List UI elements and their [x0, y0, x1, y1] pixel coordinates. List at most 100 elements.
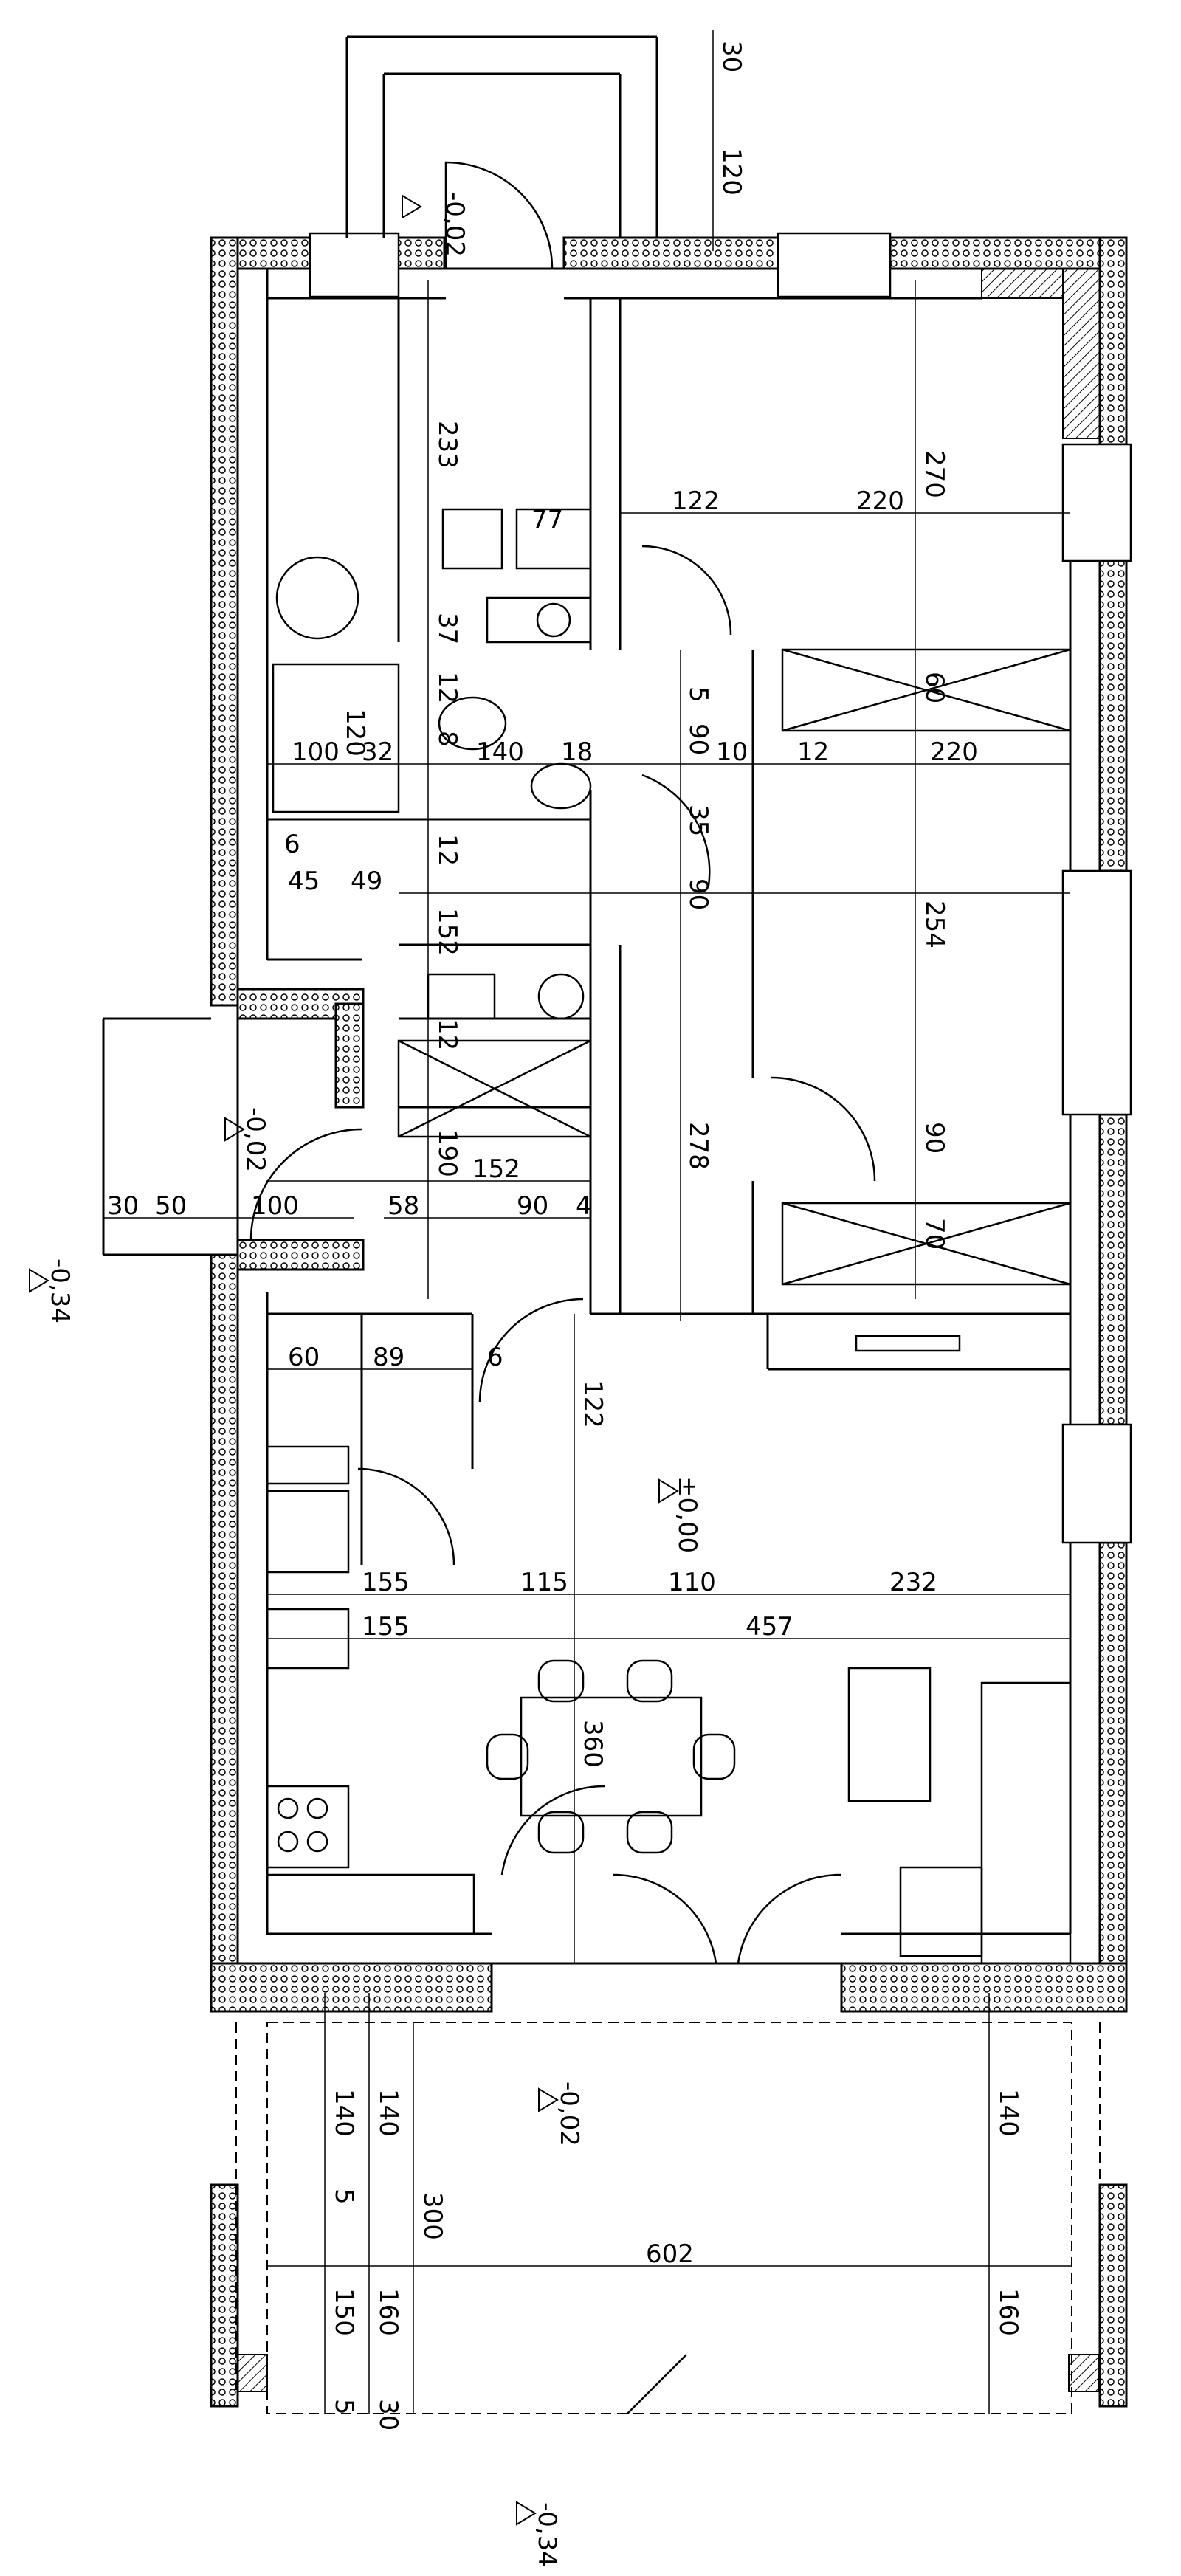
dim-label: 160: [373, 2288, 403, 2336]
wardrobe-icon: [397, 1039, 592, 1138]
coffee-table-icon: [847, 1667, 932, 1802]
level-markers: [29, 194, 679, 2526]
level-label-side-outside: -0,34: [45, 1258, 75, 1323]
dim-label: 190: [433, 1129, 462, 1177]
dim-label: 100: [292, 737, 340, 767]
dim-label: 300: [418, 2192, 447, 2240]
dim-label: 49: [351, 867, 382, 896]
level-label-ground-floor: ±0,00: [672, 1476, 702, 1553]
dim-label: 220: [930, 737, 978, 767]
dim-label: 160: [994, 2288, 1023, 2336]
dim-label: 30: [717, 41, 746, 72]
sofa-icon: [980, 1681, 1072, 1965]
dim-label: 18: [561, 737, 593, 767]
dim-label: 457: [746, 1612, 793, 1642]
dim-label: 120: [717, 148, 746, 196]
chair-icon: [626, 1811, 673, 1854]
chair-icon: [537, 1659, 585, 1703]
toilet-icon: [438, 696, 507, 751]
terrace-outline: [235, 2022, 1101, 2414]
dim-label: 37: [433, 613, 462, 644]
sink-icon: [530, 762, 592, 810]
dim-label: 360: [578, 1720, 607, 1768]
dim-label: 12: [433, 834, 462, 866]
dim-label: 155: [362, 1568, 410, 1597]
dim-label: 5: [329, 2188, 359, 2205]
dim-label: 6: [487, 1343, 503, 1372]
dim-label: 254: [920, 900, 949, 948]
dim-label: 70: [920, 1218, 949, 1250]
dim-label: 60: [288, 1343, 320, 1372]
dim-label: 12: [433, 1019, 462, 1050]
counter-icon: [266, 1873, 475, 1935]
dim-label: 100: [251, 1191, 299, 1221]
dim-label: 140: [476, 737, 524, 767]
level-label-side-entry: -0,02: [241, 1107, 270, 1172]
dim-label: 89: [373, 1343, 404, 1372]
dim-label: 140: [329, 2089, 359, 2137]
chair-icon: [537, 1811, 585, 1854]
dim-label: 4: [576, 1191, 592, 1221]
shower-tray-icon: [272, 663, 400, 813]
dim-label: 602: [646, 2239, 694, 2269]
level-label-terrace: -0,02: [554, 2081, 584, 2146]
washer-drum-icon: [536, 602, 571, 638]
dim-label: 220: [856, 486, 904, 516]
dim-label: 155: [362, 1612, 410, 1642]
chair-icon: [626, 1659, 673, 1703]
radiator-icon: [855, 1335, 961, 1352]
dim-label: 6: [284, 830, 300, 859]
boiler-tank-icon: [275, 556, 359, 640]
dim-label: 90: [684, 723, 713, 755]
appliance-box-icon: [515, 508, 592, 570]
doors: [249, 161, 876, 2414]
dim-label: 45: [288, 867, 320, 896]
dimension-lines: [103, 30, 1072, 2414]
dining-table-icon: [520, 1696, 703, 1817]
side-porch: [102, 1017, 211, 1256]
dim-label: 30: [107, 1191, 139, 1221]
dim-label: 232: [889, 1568, 937, 1597]
wardrobe-icon: [781, 1202, 1072, 1286]
level-label-entrance: -0,02: [440, 192, 469, 257]
chair-icon: [692, 1733, 736, 1780]
dim-label: 10: [716, 737, 748, 767]
corner-fill: [1068, 2354, 1099, 2392]
dim-label: 278: [684, 1122, 713, 1170]
dim-label: 58: [388, 1191, 419, 1221]
chair-icon: [486, 1733, 529, 1780]
wardrobe-icon: [781, 648, 1072, 732]
sofa-icon: [899, 1866, 983, 1957]
level-label-bottom-outside: -0,34: [532, 2502, 562, 2567]
exterior-walls: [210, 236, 1128, 2408]
dim-label: 152: [472, 1154, 520, 1184]
dim-label: 122: [672, 486, 720, 516]
interior-walls: [236, 267, 1101, 1965]
washer-icon: [486, 596, 592, 644]
stove-icon: [266, 1785, 350, 1869]
sink-cabinet-icon: [427, 973, 496, 1020]
dim-label: 140: [994, 2089, 1023, 2137]
dim-label: 90: [920, 1122, 949, 1154]
appliance-box-icon: [441, 508, 503, 570]
dim-label: 140: [373, 2089, 403, 2137]
corner-fill: [237, 2354, 268, 2392]
washbasin-icon: [537, 973, 585, 1020]
dim-label: 115: [520, 1568, 568, 1597]
dim-label: 90: [684, 878, 713, 910]
dim-label: 90: [517, 1191, 548, 1221]
dim-label: 122: [578, 1380, 607, 1428]
windows: [309, 232, 1132, 1544]
dim-label: 8: [433, 731, 462, 747]
dim-label: 30: [373, 2399, 403, 2431]
dim-label: 35: [684, 805, 713, 836]
dim-label: 32: [362, 737, 393, 767]
dim-label: 110: [668, 1568, 716, 1597]
corner-fill: [1062, 268, 1101, 439]
dim-label: 120: [340, 709, 370, 757]
entrance-porch: [345, 35, 658, 238]
dim-label: 12: [797, 737, 829, 767]
dim-label: 5: [329, 2399, 359, 2415]
dim-label: 233: [433, 421, 462, 469]
